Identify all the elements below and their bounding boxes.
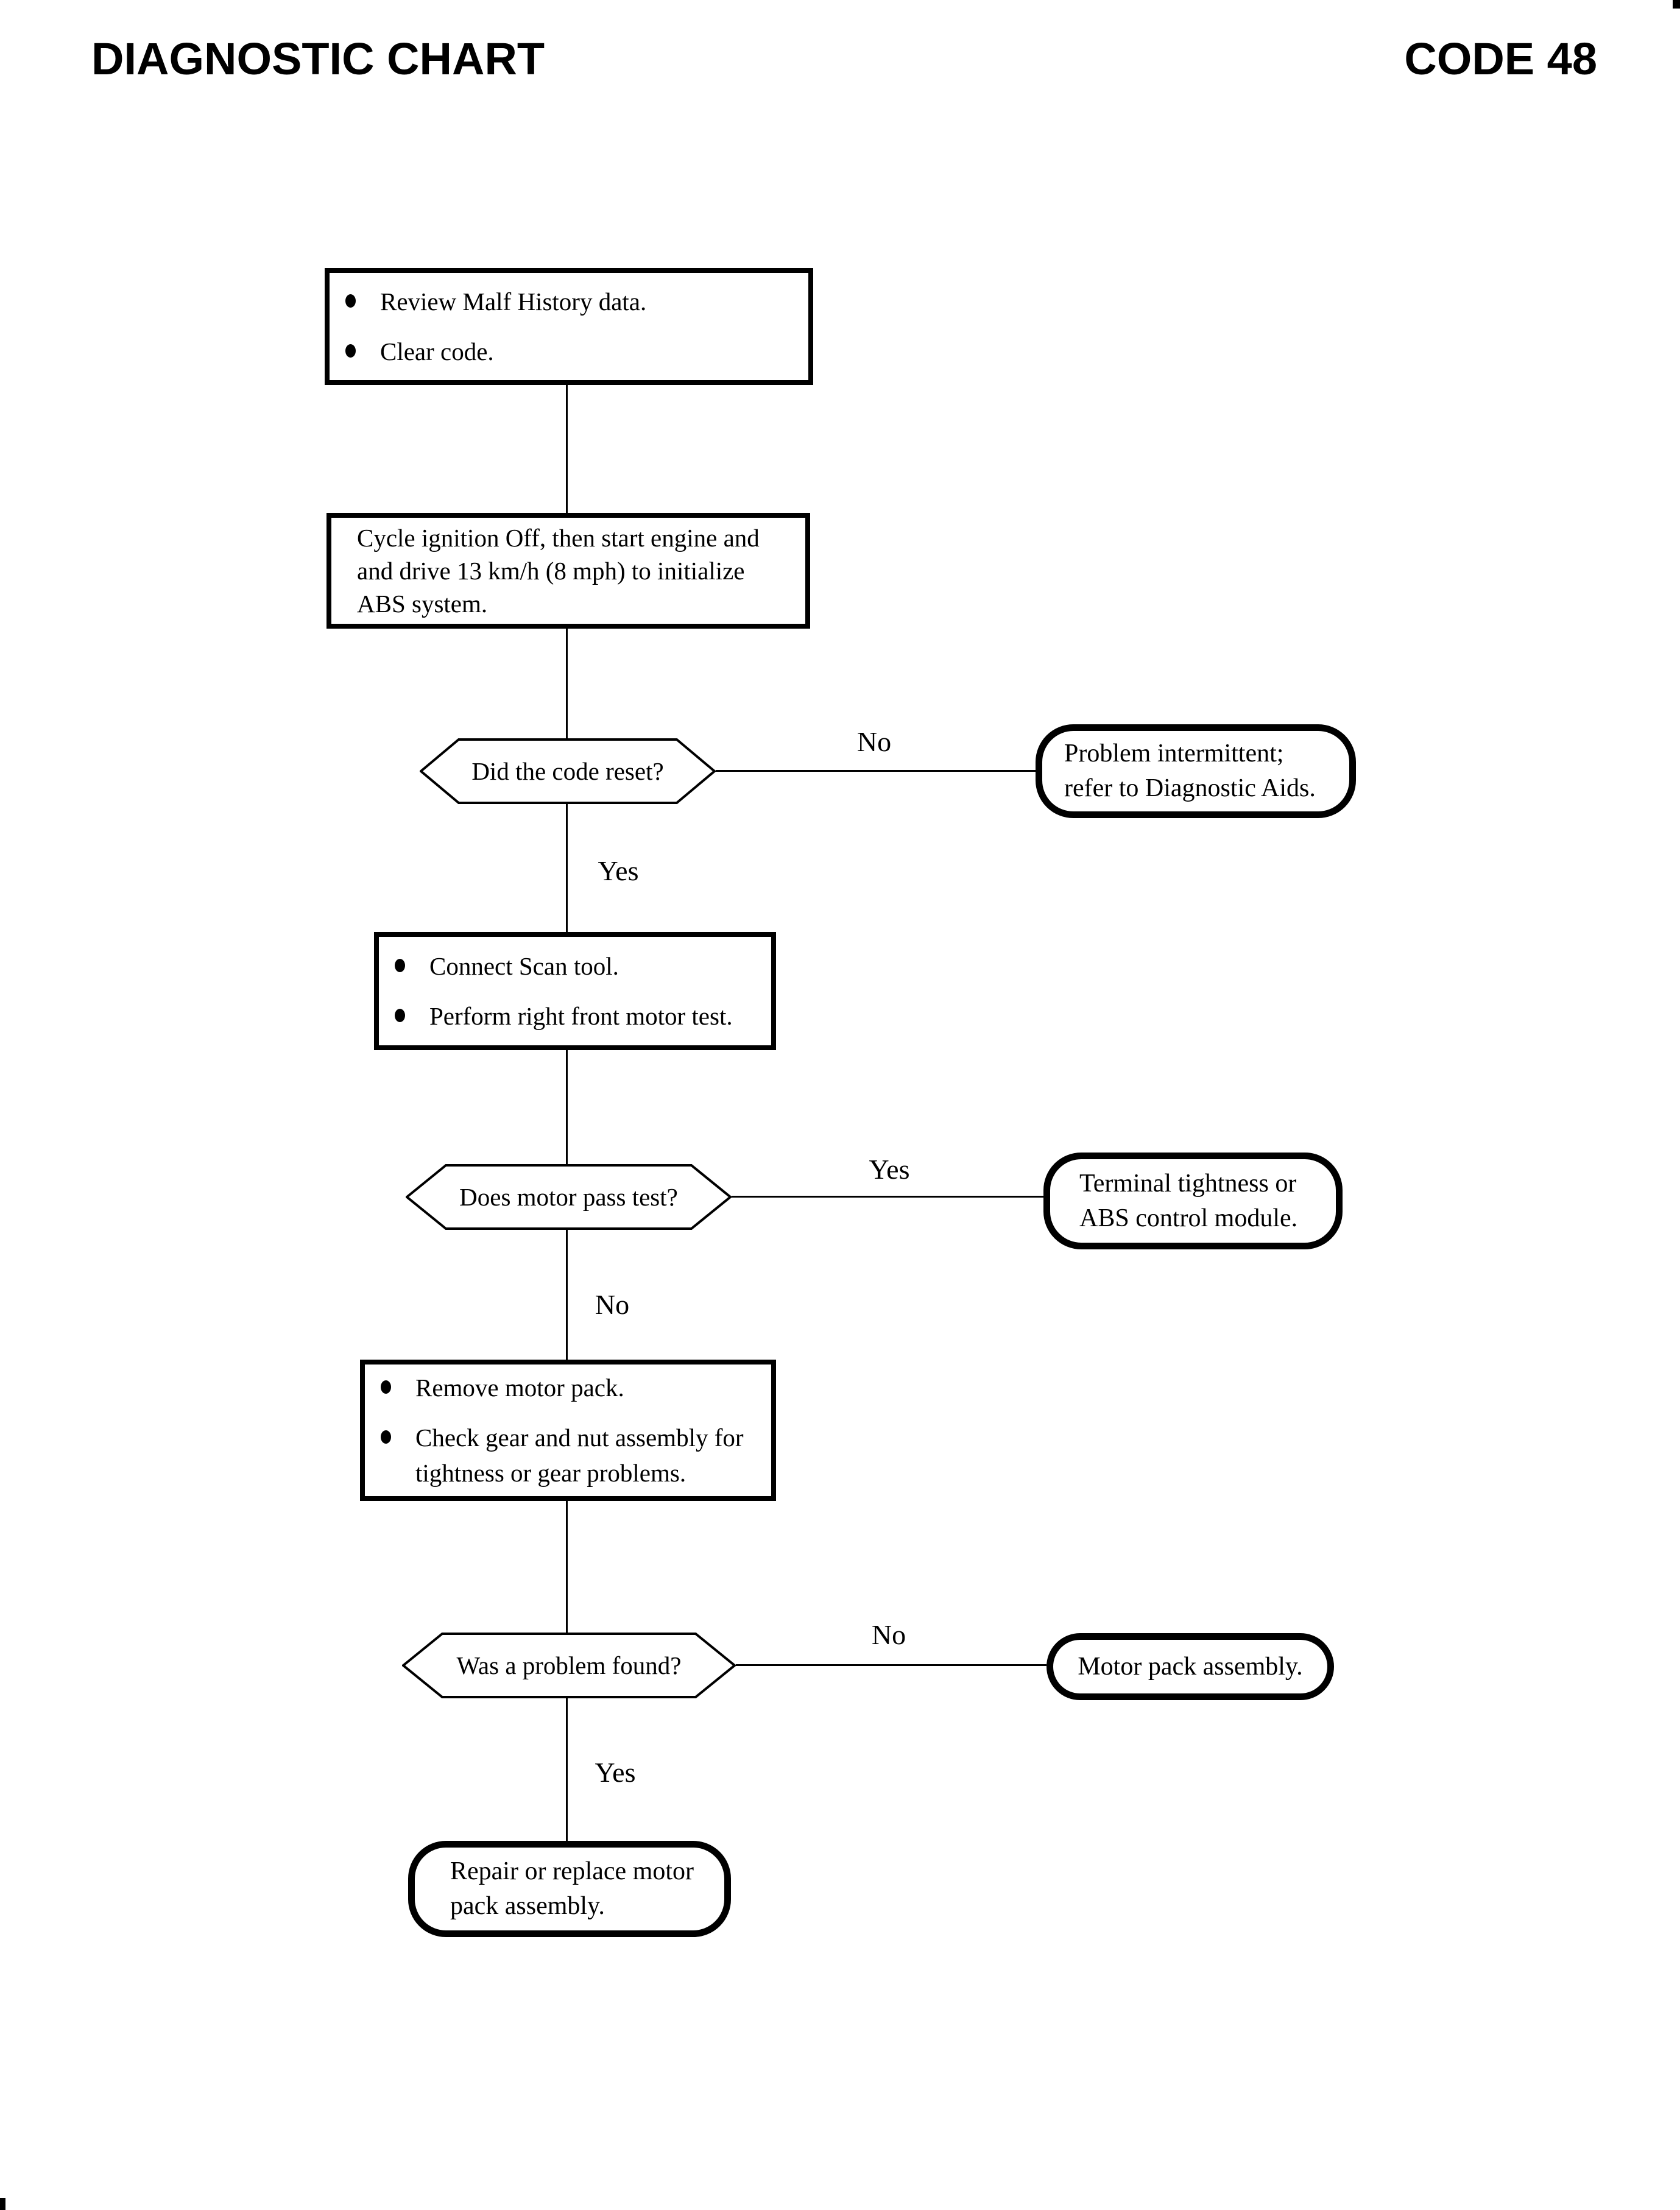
connector-line [716,770,1036,772]
edge-label-no: No [856,726,892,757]
hexagon-shape-icon [406,1164,732,1230]
terminal-text-line: Terminal tightness or [1079,1169,1297,1198]
step-text-line: Check gear and nut assembly for [415,1424,744,1452]
decision-question: Did the code reset? [471,757,664,785]
hexagon-shape-icon [402,1633,736,1698]
step-text-line: tightness or gear problems. [415,1459,686,1487]
connector-line [566,385,568,513]
bullet-row: Review Malf History data. [330,284,808,319]
decision-problem-found: Was a problem found? [402,1633,736,1698]
hexagon-shape-icon [420,738,716,804]
decision-question: Was a problem found? [456,1651,682,1679]
process-box-scan-tool: Connect Scan tool. Perform right front m… [374,932,776,1050]
step-text: Review Malf History data. [380,288,647,316]
step-text-line: and drive 13 km/h (8 mph) to initialize [357,557,745,585]
connector-line [736,1664,1046,1666]
connector-line [566,1501,568,1633]
bullet-icon [345,294,356,308]
bullet-row: Perform right front motor test. [379,998,771,1034]
terminal-text-line: Problem intermittent; [1064,740,1284,768]
step-text: Clear code. [380,337,494,365]
connector-line [566,1230,568,1360]
step-text-block: Cycle ignition Off, then start engine an… [331,521,805,620]
bullet-icon [395,1009,405,1022]
scan-artifact [1673,0,1680,9]
bullet-row: Check gear and nut assembly for tightnes… [365,1420,771,1491]
edge-label-yes: Yes [869,1154,910,1185]
process-box-review-clear: Review Malf History data. Clear code. [325,268,813,385]
bullet-icon [395,959,405,972]
edge-label-yes: Yes [598,855,639,886]
connector-line [566,629,568,738]
decision-did-code-reset: Did the code reset? [420,738,716,804]
bullet-row: Remove motor pack. [365,1370,771,1405]
step-text: Check gear and nut assembly for tightnes… [415,1420,744,1491]
terminal-box-motor-pack-assembly: Motor pack assembly. [1046,1633,1334,1700]
edge-label-yes: Yes [595,1757,636,1788]
edge-label-no: No [871,1619,906,1650]
process-box-remove-motor-pack: Remove motor pack. Check gear and nut as… [360,1360,776,1501]
connector-line [566,1698,568,1841]
connector-line [566,804,568,932]
bullet-row: Connect Scan tool. [379,948,771,984]
step-text: Connect Scan tool. [429,952,619,980]
step-text: Remove motor pack. [415,1374,624,1402]
page-title: DIAGNOSTIC CHART [91,34,545,84]
terminal-box-terminal-tightness: Terminal tightness or ABS control module… [1043,1153,1343,1249]
terminal-box-repair-replace: Repair or replace motor pack assembly. [408,1841,731,1937]
bullet-icon [345,344,356,358]
terminal-text-line: refer to Diagnostic Aids. [1064,774,1316,802]
code-label: CODE 48 [1404,34,1597,84]
terminal-box-problem-intermittent: Problem intermittent; refer to Diagnosti… [1036,724,1356,818]
terminal-text-line: pack assembly. [450,1892,605,1920]
terminal-text-line: ABS control module. [1079,1204,1298,1232]
decision-motor-pass-test: Does motor pass test? [406,1164,732,1230]
connector-line [566,1050,568,1164]
terminal-text-line: Motor pack assembly. [1078,1652,1303,1681]
step-text: Perform right front motor test. [429,1002,733,1030]
process-box-cycle-ignition: Cycle ignition Off, then start engine an… [326,513,810,629]
edge-label-no: No [595,1289,630,1320]
bullet-icon [381,1380,391,1394]
scan-artifact [0,2198,5,2210]
bullet-icon [381,1430,391,1444]
step-text-line: Cycle ignition Off, then start engine an… [357,524,760,552]
decision-question: Does motor pass test? [459,1183,678,1211]
step-text-line: ABS system. [357,590,488,618]
terminal-text-line: Repair or replace motor [450,1857,694,1885]
connector-line [732,1196,1043,1198]
bullet-row: Clear code. [330,334,808,369]
